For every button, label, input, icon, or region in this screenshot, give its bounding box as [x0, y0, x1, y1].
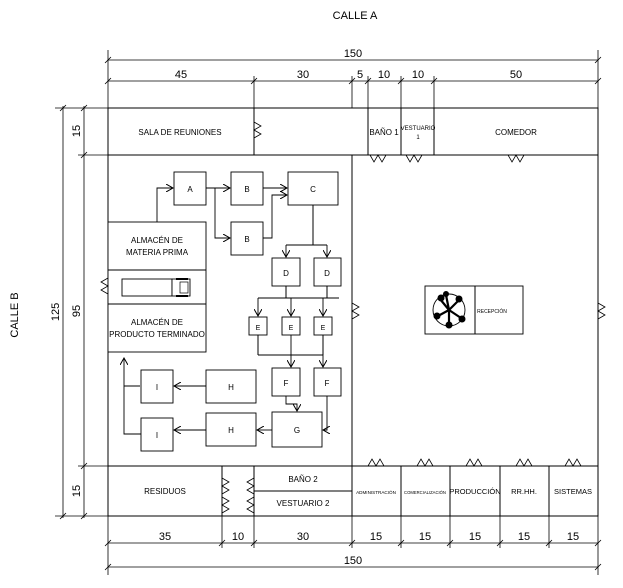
dim-bottom-seg: 15	[518, 531, 530, 543]
room-produccion: PRODUCCIÓN	[449, 487, 500, 496]
dim-left-outer: 125	[50, 303, 62, 321]
room-vestuario-1: VESTUARIO	[401, 126, 436, 132]
process-flow: A B B C D D E E E F F G H H I I	[124, 171, 342, 452]
almacen-materia-prima-line2: MATERIA PRIMA	[126, 248, 189, 257]
process-label-e3: E	[321, 325, 326, 332]
process-label-e2: E	[289, 325, 294, 332]
process-label-h2: H	[228, 426, 234, 435]
room-residuos: RESIDUOS	[144, 487, 186, 496]
door-icon	[221, 477, 230, 495]
room-comercializacion: COMERCIALIZACIÓN	[404, 490, 446, 495]
street-label-top: CALLE A	[333, 10, 378, 22]
door-icon	[564, 458, 582, 467]
door-icon	[221, 496, 230, 514]
process-label-i1: I	[156, 383, 158, 392]
room-vestuario-1-num: 1	[416, 135, 420, 141]
door-icon	[515, 458, 533, 467]
bottom-dimensions: 35 10 30 15 15 15 15 15 150	[104, 516, 602, 575]
process-box-f1	[271, 367, 301, 397]
almacen-producto-terminado-line1: ALMACÉN DE	[131, 318, 183, 327]
almacen-producto-terminado-line2: PRODUCTO TERMINADO	[109, 330, 205, 339]
process-box-h2	[205, 412, 257, 447]
dim-left-seg: 15	[71, 125, 83, 137]
dim-bottom-seg: 15	[567, 531, 579, 543]
dim-left-seg: 95	[71, 305, 83, 317]
dim-bottom-seg: 35	[159, 531, 171, 543]
dim-top-total: 150	[344, 48, 362, 60]
door-icon	[246, 496, 255, 514]
door-icon	[253, 121, 262, 139]
dim-top-seg: 30	[297, 69, 309, 81]
process-label-b2: B	[244, 235, 249, 244]
process-label-d1: D	[283, 269, 289, 278]
process-box-c	[287, 171, 339, 206]
room-bano-1: BAÑO 1	[369, 128, 399, 137]
process-box-d2	[313, 257, 342, 287]
process-box-i1	[140, 369, 174, 404]
flow-arrows	[124, 188, 339, 435]
door-icon	[246, 477, 255, 495]
door-icon	[367, 458, 385, 467]
dim-bottom-seg: 15	[370, 531, 382, 543]
room-comedor: COMEDOR	[495, 128, 537, 137]
door-icon	[351, 302, 360, 320]
door-icon	[507, 154, 525, 163]
room-rrhh: RR.HH.	[511, 487, 537, 496]
process-box-h1	[205, 369, 257, 404]
door-icon	[465, 458, 483, 467]
process-label-e1: E	[256, 325, 261, 332]
process-label-g: G	[294, 426, 300, 435]
dim-bottom-seg: 10	[232, 531, 244, 543]
room-vestuario-2: VESTUARIO 2	[277, 499, 330, 508]
process-box-i2	[140, 417, 174, 452]
process-box-f2	[313, 367, 342, 397]
dim-top-seg: 10	[378, 69, 390, 81]
doors	[100, 121, 606, 514]
room-sala-reuniones: SALA DE REUNIONES	[138, 128, 221, 137]
door-icon	[369, 154, 387, 163]
door-icon	[100, 277, 109, 295]
room-sistemas: SISTEMAS	[554, 487, 592, 496]
dim-bottom-seg: 15	[419, 531, 431, 543]
room-administracion: ADMINISTRACIÓN	[356, 489, 396, 495]
process-label-f2: F	[325, 379, 330, 388]
plant-icon	[432, 291, 466, 329]
process-label-d2: D	[324, 269, 330, 278]
process-label-b1: B	[244, 185, 249, 194]
dim-bottom-seg: 15	[469, 531, 481, 543]
dim-bottom-seg: 30	[297, 531, 309, 543]
top-dimensions: 150 45 30 5 10 10 50	[104, 48, 602, 108]
process-label-i2: I	[156, 431, 158, 440]
process-box-d1	[271, 257, 301, 287]
room-bano-2: BAÑO 2	[288, 475, 318, 484]
process-label-c: C	[310, 185, 316, 194]
process-box-b2	[230, 221, 264, 256]
door-icon	[416, 458, 434, 467]
process-box-a	[173, 171, 207, 206]
dim-top-seg: 50	[510, 69, 522, 81]
process-label-h1: H	[228, 383, 234, 392]
process-box-g	[271, 411, 323, 448]
process-box-b1	[230, 171, 264, 206]
process-label-a: A	[187, 185, 193, 194]
door-icon	[597, 302, 606, 320]
street-label-left: CALLE B	[9, 292, 21, 337]
dim-top-seg: 10	[412, 69, 424, 81]
process-label-f1: F	[284, 379, 289, 388]
reception: RECEPCIÓN	[424, 285, 524, 335]
dim-bottom-total: 150	[344, 555, 362, 567]
room-recepcion: RECEPCIÓN	[477, 308, 507, 315]
dim-top-seg: 45	[175, 69, 187, 81]
almacen-materia-prima-line1: ALMACÉN DE	[131, 236, 183, 245]
dim-left-seg: 15	[71, 485, 83, 497]
left-dimensions: 125 15 95 15	[50, 104, 108, 520]
dim-top-seg: 5	[357, 69, 363, 81]
truck-icon	[121, 278, 191, 297]
door-icon	[405, 154, 423, 163]
